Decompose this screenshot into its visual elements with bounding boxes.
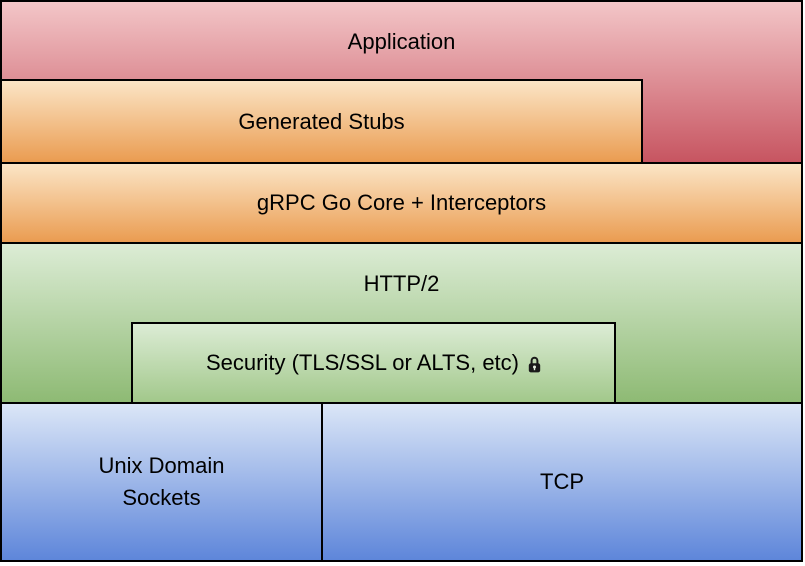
layer-generated-stubs-label: Generated Stubs [238,108,405,134]
layer-application-label: Application [347,28,456,54]
layer-tcp-label: TCP [540,469,584,495]
layer-unix-domain-sockets-label: Unix Domain Sockets [98,453,225,510]
layer-security-label: Security (TLS/SSL or ALTS, etc) [206,350,519,376]
lock-icon [528,356,541,373]
layer-grpc-go-core-label: gRPC Go Core + Interceptors [256,190,547,216]
layer-unix-domain-sockets: Unix Domain Sockets [0,402,323,562]
layer-generated-stubs: Generated Stubs [0,79,643,164]
layer-tcp: TCP [321,402,803,562]
layer-http2-label: HTTP/2 [363,271,440,297]
layer-grpc-go-core: gRPC Go Core + Interceptors [0,162,803,244]
layer-security: Security (TLS/SSL or ALTS, etc) [131,322,616,404]
